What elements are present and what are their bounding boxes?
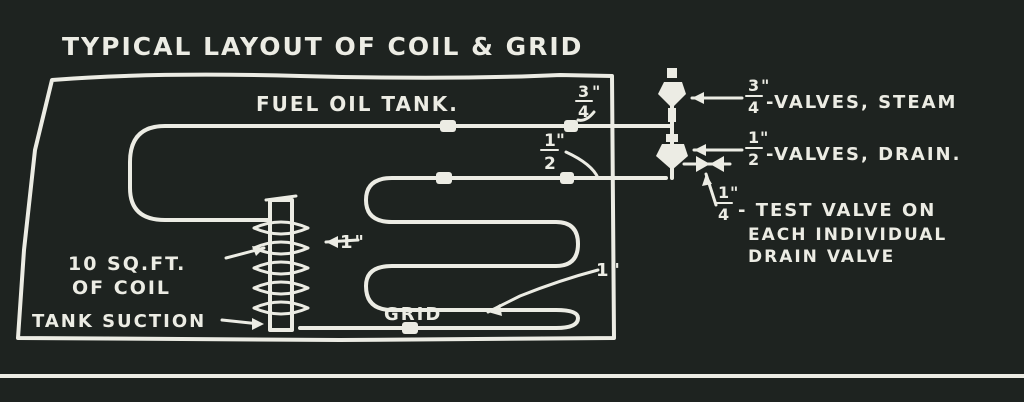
fraction-denominator: 2 bbox=[544, 154, 558, 174]
legend-drain-numerator: 1 bbox=[748, 128, 761, 147]
coupling bbox=[436, 172, 452, 184]
legend-test-line2: EACH INDIVIDUAL bbox=[748, 225, 947, 245]
coupling bbox=[564, 120, 578, 132]
legend-steam-inch: " bbox=[761, 76, 771, 95]
fraction-one-half: 1 " 2 bbox=[540, 131, 567, 174]
coupling bbox=[402, 322, 418, 334]
legend-drain-denominator: 2 bbox=[748, 150, 761, 169]
legend-drain-valves: 1 " 2 -VALVES, DRAIN. bbox=[745, 128, 961, 169]
inch-mark: " bbox=[592, 82, 602, 101]
coupling bbox=[440, 120, 456, 132]
grid-pipe bbox=[298, 176, 668, 330]
inch-mark: " bbox=[556, 131, 567, 151]
coupling bbox=[560, 172, 574, 184]
coil-area-label-1: 10 SQ.FT. bbox=[68, 253, 186, 275]
legend-steam-text: -VALVES, STEAM bbox=[766, 92, 957, 113]
coil-pipe-size-label: 1" bbox=[340, 232, 366, 253]
legend-test-line1: - TEST VALVE ON bbox=[738, 200, 936, 221]
fuel-oil-tank-label: FUEL OIL TANK. bbox=[256, 92, 459, 116]
fraction-three-quarter: 3 " 4 bbox=[575, 82, 602, 121]
legend-test-numerator: 1 bbox=[718, 183, 731, 202]
legend-drain-text: -VALVES, DRAIN. bbox=[766, 144, 961, 165]
test-valve-icon[interactable] bbox=[696, 156, 724, 172]
tank-outline bbox=[16, 72, 616, 342]
grid-pipe-size-label: 1" bbox=[596, 260, 622, 281]
coil-column bbox=[268, 198, 294, 332]
diagram-title: TYPICAL LAYOUT OF COIL & GRID bbox=[62, 32, 583, 61]
heating-coil-pipe bbox=[128, 124, 674, 222]
legend-test-line3: DRAIN VALVE bbox=[748, 247, 895, 267]
coil-area-label-2: OF COIL bbox=[72, 277, 171, 299]
legend-steam-valves: 3 " 4 -VALVES, STEAM bbox=[745, 76, 957, 117]
grid-label: GRID bbox=[384, 304, 442, 325]
legend-steam-denominator: 4 bbox=[748, 98, 761, 117]
coil-fins bbox=[252, 220, 310, 316]
steam-valve-icon[interactable] bbox=[658, 68, 686, 122]
legend-test-denominator: 4 bbox=[718, 205, 731, 224]
legend-test-inch: " bbox=[730, 183, 740, 202]
fraction-numerator: 3 bbox=[578, 82, 591, 101]
arrowheads bbox=[252, 92, 712, 330]
drain-valve-icon[interactable] bbox=[656, 134, 688, 170]
coil-top-cap bbox=[264, 194, 298, 202]
legend-test-valve: 1 " 4 - TEST VALVE ON EACH INDIVIDUAL DR… bbox=[715, 183, 947, 267]
tank-suction-label: TANK SUCTION bbox=[32, 311, 206, 332]
fraction-denominator: 4 bbox=[578, 102, 591, 121]
legend-drain-inch: " bbox=[760, 128, 770, 147]
legend-steam-numerator: 3 bbox=[748, 76, 761, 95]
fraction-numerator: 1 bbox=[544, 131, 558, 151]
